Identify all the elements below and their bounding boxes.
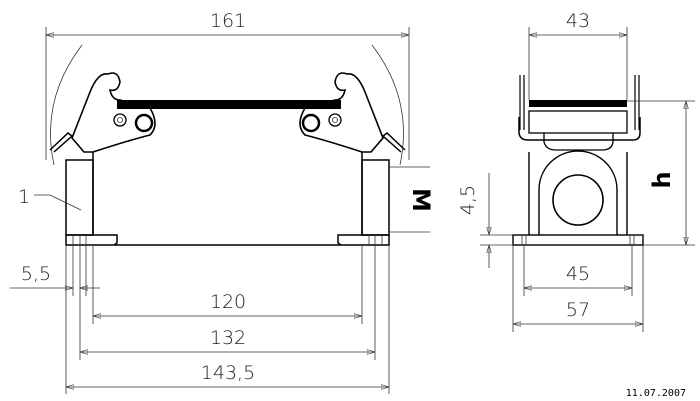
housing-body bbox=[65, 152, 390, 246]
thread-size-label: M bbox=[407, 188, 435, 212]
dimension-132-label: 132 bbox=[210, 327, 246, 349]
part-callout-label: 1 bbox=[18, 186, 30, 208]
dimension-57-label: 57 bbox=[566, 299, 590, 321]
dimension-4-5-label: 4,5 bbox=[457, 185, 479, 215]
dimension-45-label: 45 bbox=[566, 263, 590, 285]
dimension-120-label: 120 bbox=[210, 291, 246, 313]
locking-lever-right bbox=[299, 72, 406, 153]
side-locking-bar bbox=[529, 100, 627, 107]
dimension-5-5-label: 5,5 bbox=[21, 263, 51, 285]
side-view: 43 h 4,5 45 57 bbox=[457, 10, 695, 332]
locking-lever-left bbox=[49, 72, 156, 153]
latch-swing-arc-left bbox=[50, 44, 83, 166]
cable-entry-hole bbox=[552, 174, 604, 226]
dimension-143-5-label: 143,5 bbox=[201, 362, 255, 384]
height-h-label: h bbox=[648, 171, 676, 188]
front-view: 161 1 M 5,5 120 132 143,5 bbox=[10, 10, 435, 394]
latch-swing-arc-right bbox=[371, 44, 404, 166]
locking-bar bbox=[117, 100, 341, 109]
dimension-161-label: 161 bbox=[210, 10, 246, 32]
dimension-43-label: 43 bbox=[566, 10, 590, 32]
part-callout-leader bbox=[34, 194, 82, 211]
drawing-date: 11.07.2007 bbox=[626, 388, 686, 399]
